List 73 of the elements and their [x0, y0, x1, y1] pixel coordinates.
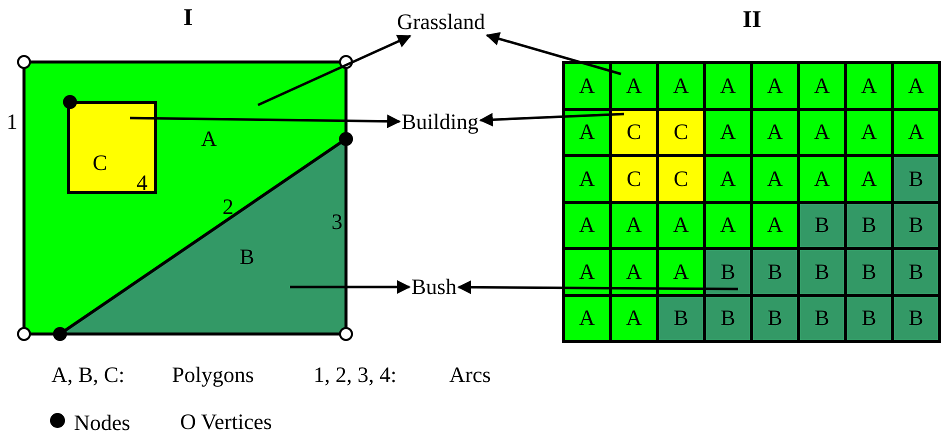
raster-cell: A [706, 64, 750, 108]
class-label: Grassland [395, 8, 487, 36]
raster-cell: B [800, 204, 844, 247]
raster-cell: A [753, 110, 797, 154]
raster-cell: A [565, 296, 609, 340]
raster-cell: B [847, 250, 891, 294]
raster-cell: B [800, 250, 844, 294]
raster-cell: A [612, 64, 656, 108]
panel-heading: II [742, 8, 762, 32]
leader-arrow [486, 32, 622, 76]
raster-cell: A [753, 64, 797, 108]
raster-cell: A [894, 64, 938, 108]
leader-arrow [257, 34, 412, 106]
raster-cell: A [659, 64, 703, 108]
raster-cell: B [753, 296, 797, 340]
raster-cell: A [847, 157, 891, 200]
class-label: Building [400, 108, 480, 136]
leader-arrow [130, 114, 401, 128]
raster-cell: A [800, 157, 844, 200]
leader-arrow [457, 280, 738, 294]
legend-text: Polygons [172, 364, 254, 386]
raster-cell: B [894, 204, 938, 247]
arc-number: 3 [332, 211, 342, 233]
legend-text: Arcs [449, 364, 491, 386]
arc-number: 2 [222, 196, 234, 218]
raster-cell: A [706, 204, 750, 247]
raster-cell: A [565, 64, 609, 108]
raster-cell: A [612, 250, 656, 294]
raster-cell: A [753, 204, 797, 247]
leader-arrow [290, 280, 411, 294]
raster-cell: B [800, 296, 844, 340]
raster-cell: B [706, 296, 750, 340]
raster-cell: B [894, 296, 938, 340]
legend-text: Nodes [74, 412, 130, 434]
raster-cell: A [706, 157, 750, 200]
arc-number: 4 [136, 172, 148, 194]
raster-cell: A [612, 204, 656, 247]
legend-text: 1, 2, 3, 4: [313, 364, 397, 386]
raster-cell: A [565, 204, 609, 247]
raster-cell: C [659, 110, 703, 154]
raster-cell: B [847, 204, 891, 247]
raster-cell: A [565, 157, 609, 200]
raster-cell: B [847, 296, 891, 340]
raster-cell: C [659, 157, 703, 200]
raster-cell: A [565, 250, 609, 294]
leader-arrow [479, 112, 624, 127]
raster-cell: A [800, 110, 844, 154]
building-polygon [67, 101, 157, 194]
polygon-label: B [240, 246, 254, 268]
raster-cell: A [659, 204, 703, 247]
raster-cell: A [894, 110, 938, 154]
raster-cell: A [706, 110, 750, 154]
raster-cell: B [659, 296, 703, 340]
legend-text: O Vertices [180, 411, 272, 433]
raster-cell: A [612, 296, 656, 340]
raster-cell: B [706, 250, 750, 294]
raster-cell: A [847, 64, 891, 108]
polygon-label: C [92, 152, 108, 174]
raster-cell: B [894, 250, 938, 294]
class-label: Bush [409, 273, 459, 301]
panel-heading: I [183, 6, 193, 30]
raster-cell: A [659, 250, 703, 294]
raster-cell: C [612, 157, 656, 200]
arc-number: 1 [6, 111, 18, 133]
raster-cell: B [894, 157, 938, 200]
raster-cell: A [753, 157, 797, 200]
polygon-label: A [201, 128, 217, 150]
raster-cell: A [800, 64, 844, 108]
raster-cell: A [565, 110, 609, 154]
raster-cell: C [612, 110, 656, 154]
legend-text: A, B, C: [51, 364, 125, 386]
raster-cell: A [847, 110, 891, 154]
raster-cell: B [753, 250, 797, 294]
